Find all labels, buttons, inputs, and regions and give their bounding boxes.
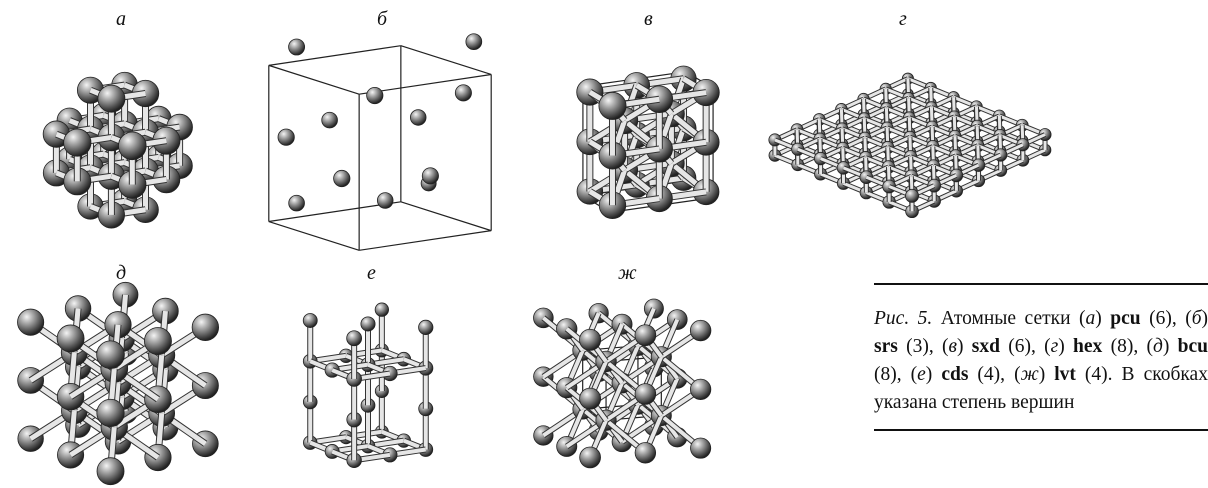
net-hex-diagram [768, 72, 1052, 219]
caption-tail: В скобках указана степень вершин [874, 364, 1208, 413]
atom [346, 330, 363, 347]
panel-label-v: в [644, 8, 653, 30]
net-cds-diagram [302, 302, 434, 469]
caption-intro: Атомные сетки [940, 308, 1071, 329]
atom [96, 457, 125, 486]
caption-prefix: Рис. 5. [874, 308, 933, 329]
atom [454, 84, 472, 102]
net-sxd-diagram [576, 65, 720, 219]
atom [634, 324, 657, 347]
atom [96, 398, 125, 428]
atom [288, 194, 305, 212]
atom [421, 167, 439, 185]
net-bcu-diagram [17, 281, 219, 486]
atom [689, 319, 712, 342]
atom [410, 109, 427, 126]
atom [118, 131, 147, 161]
atom [634, 383, 657, 405]
atom [579, 446, 601, 469]
unit-cell-edge [400, 45, 492, 76]
unit-cell-edge [359, 230, 492, 251]
atom [598, 91, 627, 120]
atom [360, 316, 376, 332]
caption-entry-srs: (б) srs (3), [874, 308, 1208, 357]
atom [143, 327, 172, 355]
atom [96, 340, 125, 369]
atom [579, 387, 602, 410]
panel-label-b: б [377, 8, 388, 30]
atom [376, 192, 394, 209]
atom [97, 84, 126, 113]
caption-entry-pcu: (а) pcu (6), [1079, 308, 1186, 329]
caption-entries: (а) pcu (6), (б) srs (3), (в) sxd (6), (… [874, 308, 1208, 385]
net-pcu-diagram [42, 71, 193, 229]
caption-entry-sxd: (в) sxd (6), [942, 336, 1045, 357]
atom [63, 128, 92, 157]
atom [302, 313, 318, 328]
caption-entry-bcu: (д) bcu (8), [874, 336, 1208, 385]
caption-text: Рис. 5. Атомные сетки (а) pcu (6), (б) s… [874, 285, 1208, 429]
net-lvt-diagram [533, 298, 712, 469]
unit-cell-edge [268, 220, 360, 251]
atom [465, 33, 483, 51]
unit-cell-edge [268, 45, 401, 66]
caption-entry-lvt: (ж) lvt (4). [1014, 364, 1122, 385]
figure-caption: Рис. 5. Атомные сетки (а) pcu (6), (б) s… [874, 283, 1208, 431]
caption-entry-cds: (е) cds (4), [910, 364, 1015, 385]
panel-label-e: е [367, 262, 376, 284]
atom [634, 442, 657, 464]
panel-label-zh: ж [618, 262, 637, 284]
atom [56, 324, 85, 353]
caption-entry-hex: (г) hex (8), [1044, 336, 1147, 357]
atom [374, 302, 389, 317]
unit-cell-edge [400, 201, 492, 232]
panel-label-g: г [899, 8, 907, 30]
atom [905, 188, 919, 203]
atom [690, 437, 712, 459]
caption-top-rule [874, 283, 1208, 285]
atom [690, 378, 712, 400]
panel-label-d: д [116, 262, 127, 284]
atom [191, 313, 219, 341]
atom [321, 111, 338, 129]
atom [333, 169, 351, 188]
caption-bottom-rule [874, 429, 1208, 431]
atom [366, 86, 384, 105]
net-srs-diagram [268, 33, 492, 251]
atom [579, 328, 602, 351]
atom [17, 308, 45, 336]
atom [288, 38, 306, 56]
atom [277, 128, 295, 146]
panel-label-a: а [116, 8, 126, 30]
unit-cell-edge [268, 64, 360, 95]
atom [418, 319, 434, 335]
